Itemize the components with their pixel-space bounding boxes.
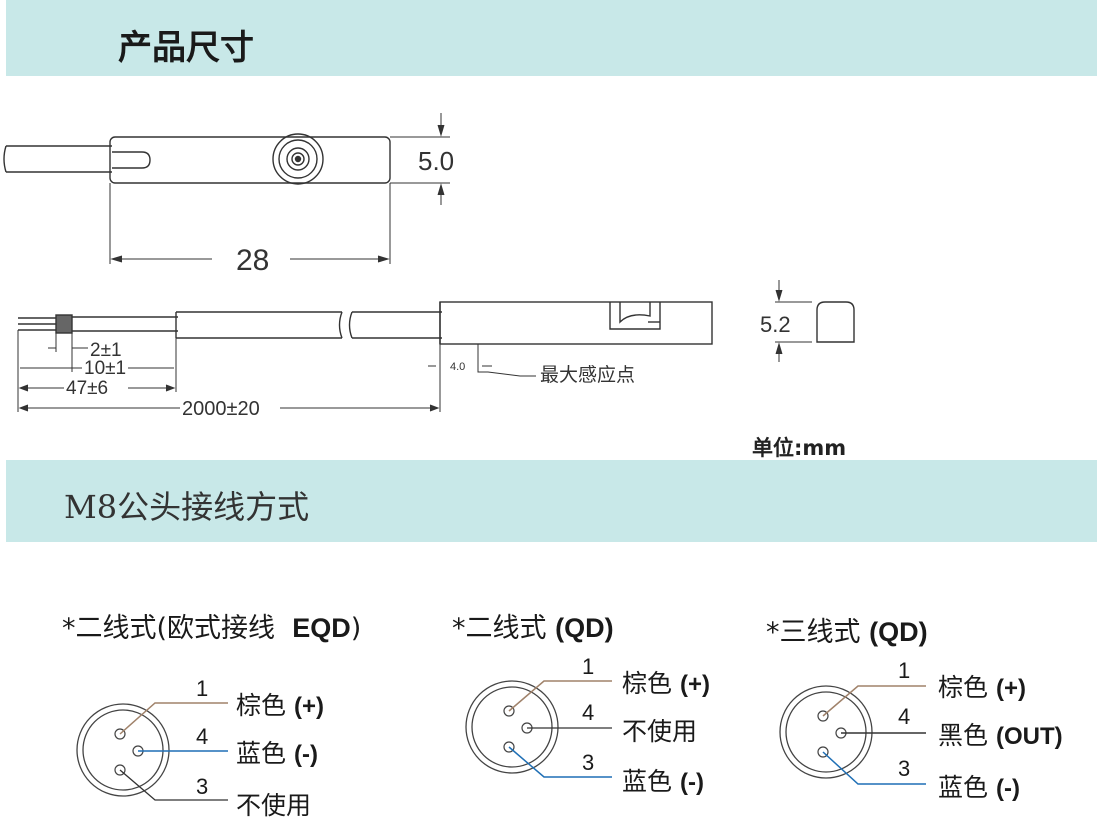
pin-label: 蓝色 (-) bbox=[236, 739, 318, 768]
side-view-sensor bbox=[18, 301, 713, 345]
wiring-section-banner bbox=[6, 460, 1097, 542]
brown-wire bbox=[822, 685, 926, 717]
wiring-section-title: M8公头接线方式 bbox=[64, 488, 310, 526]
pin-label: 不使用 bbox=[236, 791, 312, 820]
pin-label: 黑色 (OUT) bbox=[938, 721, 1063, 750]
unit-label: 单位:mm bbox=[752, 436, 847, 460]
pin-number: 1 bbox=[196, 676, 209, 701]
dimensions-section-title: 产品尺寸 bbox=[118, 28, 254, 68]
dimensions-section-banner bbox=[6, 0, 1097, 76]
max-sense-point-label: 最大感应点 bbox=[540, 364, 636, 386]
pin-number: 3 bbox=[582, 750, 595, 775]
pin-1 bbox=[114, 728, 126, 740]
connector-diagram-qd-2wire bbox=[465, 680, 612, 778]
pin-label: 蓝色 (-) bbox=[622, 767, 704, 796]
pin-number: 4 bbox=[898, 704, 911, 729]
pin-3 bbox=[114, 764, 126, 776]
pin-number: 4 bbox=[582, 700, 595, 725]
pin-3 bbox=[817, 746, 829, 758]
strip-dim-1: 2±1 bbox=[90, 340, 122, 361]
pin-label: 棕色 (+) bbox=[236, 691, 324, 720]
connector-diagram-qd-3wire bbox=[779, 685, 926, 785]
pin-number: 1 bbox=[898, 658, 911, 683]
wiring-heading-qd-3wire: *三线式 (QD) bbox=[766, 617, 928, 648]
length-dim: 28 bbox=[236, 244, 269, 277]
pin-number: 1 bbox=[582, 654, 595, 679]
pin-1 bbox=[817, 710, 829, 722]
pin-label: 不使用 bbox=[622, 717, 698, 746]
pin-label: 蓝色 (-) bbox=[938, 773, 1020, 802]
strip-dim-3: 47±6 bbox=[66, 378, 108, 399]
brown-wire bbox=[119, 702, 228, 735]
pin-label: 棕色 (+) bbox=[938, 673, 1026, 702]
blue-wire bbox=[822, 751, 926, 785]
pin-number: 3 bbox=[898, 756, 911, 781]
blue-wire bbox=[508, 746, 612, 778]
brown-wire bbox=[508, 680, 612, 712]
height-dim-end: 5.2 bbox=[760, 312, 791, 337]
connector-diagram-eqd bbox=[76, 702, 228, 801]
pin-label: 棕色 (+) bbox=[622, 669, 710, 698]
sense-offset-dim: 4.0 bbox=[450, 361, 465, 373]
wiring-heading-qd-2wire: *二线式 (QD) bbox=[452, 613, 614, 644]
pin-number: 4 bbox=[196, 724, 209, 749]
strip-dim-2: 10±1 bbox=[84, 358, 126, 379]
top-view-sensor bbox=[3, 133, 391, 185]
pin-1 bbox=[503, 705, 515, 717]
pin-number: 3 bbox=[196, 774, 209, 799]
end-view-sensor bbox=[816, 301, 855, 343]
wiring-heading-eqd: *二线式(欧式接线 EQD) bbox=[62, 613, 362, 644]
cable-length-dim: 2000±20 bbox=[182, 398, 260, 420]
pin-3 bbox=[503, 741, 515, 753]
unused-wire bbox=[119, 769, 228, 801]
height-dim-top: 5.0 bbox=[418, 146, 454, 176]
